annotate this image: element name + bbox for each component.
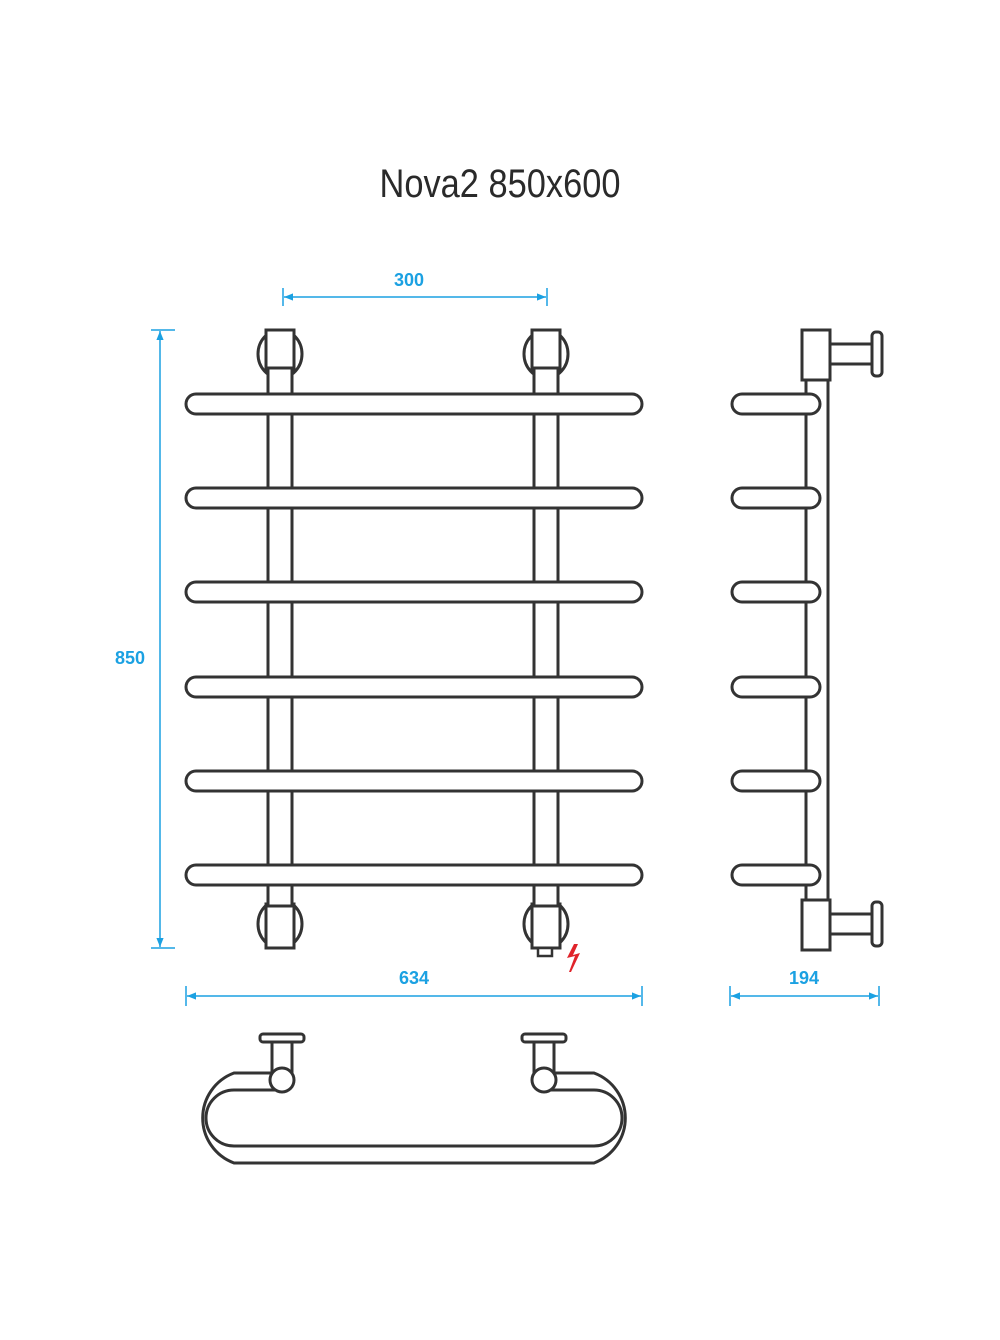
front-view: [184, 328, 644, 972]
side-view: [730, 328, 884, 952]
top-bracket-left: [258, 1032, 306, 1094]
dim-194-label: 194: [788, 968, 820, 988]
rail-2: [184, 486, 644, 510]
side-rail-2: [730, 486, 822, 510]
side-rail-6: [730, 863, 822, 887]
dim-850-label: 850: [114, 648, 146, 668]
rail-3: [184, 580, 644, 604]
side-rail-4: [730, 675, 822, 699]
side-riser: [804, 378, 830, 904]
dim-300-label: 300: [393, 270, 425, 290]
riser-right: [532, 366, 560, 908]
top-bracket-right: [520, 1032, 568, 1094]
top-view: [201, 1032, 627, 1165]
side-bracket-top: [800, 328, 884, 382]
top-loop: [201, 1071, 627, 1165]
rail-6: [184, 863, 644, 887]
side-rail-3: [730, 580, 822, 604]
dimension-lines: [151, 288, 880, 1006]
rail-1: [184, 392, 644, 416]
rail-5: [184, 769, 644, 793]
side-rail-1: [730, 392, 822, 416]
lightning-bolt-icon: [567, 944, 580, 972]
product-title: Nova2 850x600: [379, 162, 621, 206]
wall-bracket-bottom-right: [522, 898, 570, 958]
side-bracket-bottom: [800, 898, 884, 952]
rail-4: [184, 675, 644, 699]
riser-left: [266, 366, 294, 908]
side-rail-5: [730, 769, 822, 793]
dim-634-label: 634: [398, 968, 430, 988]
